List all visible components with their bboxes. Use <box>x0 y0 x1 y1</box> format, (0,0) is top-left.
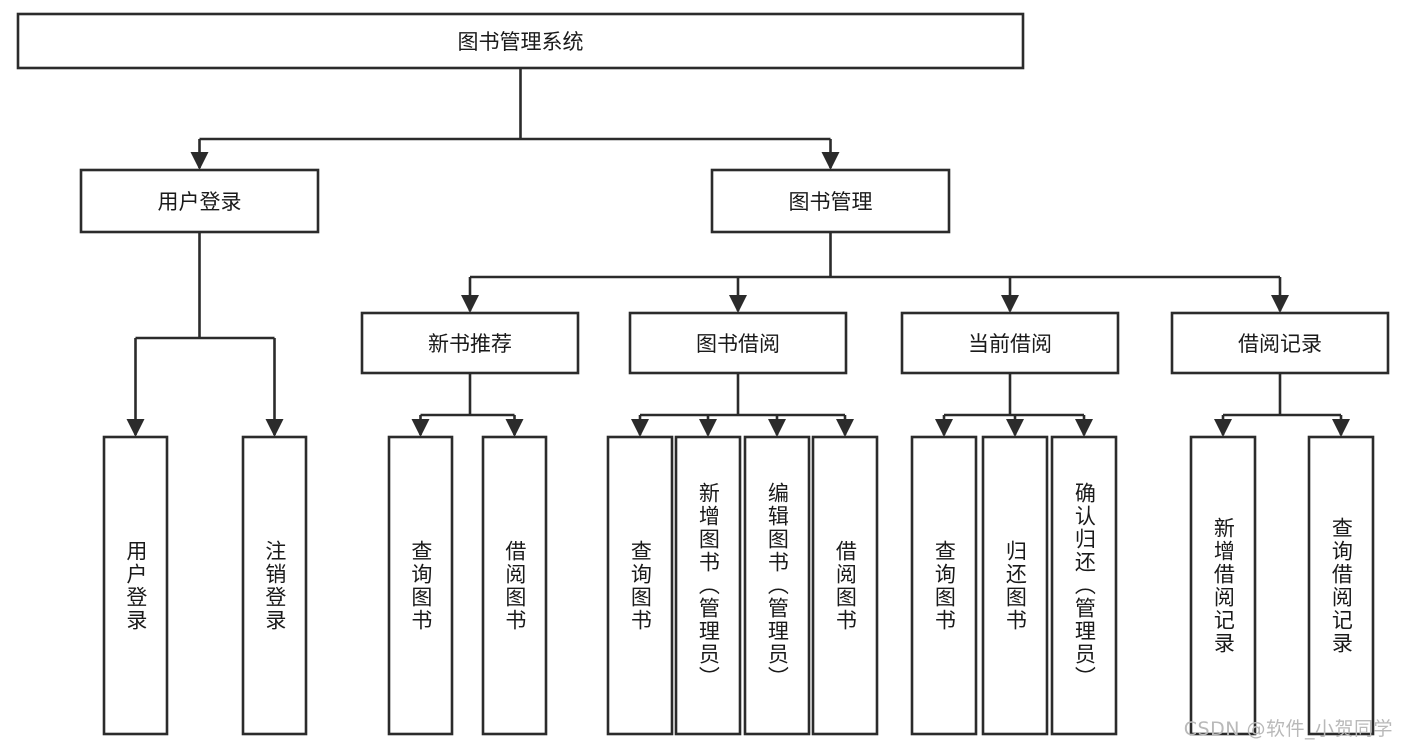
arrow-head-icon <box>190 152 209 170</box>
node-box[interactable] <box>1307 435 1375 736</box>
arrow-head-icon <box>461 295 479 313</box>
node-level2-1[interactable]: 用户登录 <box>79 168 320 234</box>
arrow-head-icon <box>935 419 953 437</box>
node-box[interactable] <box>743 435 811 736</box>
node-box[interactable] <box>710 168 951 234</box>
node-leaf-3[interactable] <box>387 435 454 736</box>
arrow-head-icon <box>729 295 747 313</box>
node-box[interactable] <box>241 435 308 736</box>
node-label: 图书借阅 <box>696 332 780 356</box>
node-box[interactable] <box>981 435 1049 736</box>
node-leaf-5[interactable] <box>606 435 674 736</box>
node-box[interactable] <box>1050 435 1118 736</box>
node-level3-4[interactable]: 借阅记录 <box>1170 311 1390 375</box>
node-box[interactable] <box>910 435 978 736</box>
node-leaf-4[interactable] <box>481 435 548 736</box>
arrow-head-icon <box>699 419 717 437</box>
node-box[interactable] <box>628 311 848 375</box>
node-label: 用户登录 <box>158 190 242 214</box>
node-leaf-10[interactable] <box>981 435 1049 736</box>
arrow-head-icon <box>411 419 430 437</box>
arrow-head-icon <box>768 419 786 437</box>
node-level3-2[interactable]: 图书借阅 <box>628 311 848 375</box>
node-leaf-8[interactable] <box>811 435 879 736</box>
node-level3-3[interactable]: 当前借阅 <box>900 311 1120 375</box>
node-leaf-6[interactable] <box>674 435 742 736</box>
arrow-head-icon <box>821 152 840 170</box>
node-box[interactable] <box>674 435 742 736</box>
node-box[interactable] <box>79 168 320 234</box>
node-label: 图书管理 <box>789 190 873 214</box>
node-leaf-7[interactable] <box>743 435 811 736</box>
node-box[interactable] <box>900 311 1120 375</box>
arrow-head-icon <box>631 419 649 437</box>
node-label: 新书推荐 <box>428 332 512 356</box>
node-box[interactable] <box>1189 435 1257 736</box>
node-label: 当前借阅 <box>968 332 1052 356</box>
node-label: 借阅记录 <box>1238 332 1322 356</box>
node-box[interactable] <box>387 435 454 736</box>
node-box[interactable] <box>1170 311 1390 375</box>
node-box[interactable] <box>360 311 580 375</box>
node-leaf-12[interactable] <box>1189 435 1257 736</box>
node-box[interactable] <box>102 435 169 736</box>
node-box[interactable] <box>16 12 1025 70</box>
node-leaf-1[interactable] <box>102 435 169 736</box>
arrow-head-icon <box>1075 419 1093 437</box>
arrow-head-icon <box>265 419 284 437</box>
node-leaf-9[interactable] <box>910 435 978 736</box>
node-box[interactable] <box>606 435 674 736</box>
arrow-head-icon <box>1332 419 1350 437</box>
node-leaf-2[interactable] <box>241 435 308 736</box>
node-level2-2[interactable]: 图书管理 <box>710 168 951 234</box>
node-root[interactable]: 图书管理系统 <box>16 12 1025 70</box>
node-box[interactable] <box>811 435 879 736</box>
watermark-text: CSDN @软件_小贺同学 <box>1183 718 1393 740</box>
node-box[interactable] <box>481 435 548 736</box>
arrow-head-icon <box>1006 419 1024 437</box>
arrow-head-icon <box>1214 419 1232 437</box>
node-level3-1[interactable]: 新书推荐 <box>360 311 580 375</box>
node-leaf-13[interactable] <box>1307 435 1375 736</box>
arrow-head-icon <box>1001 295 1019 313</box>
arrow-head-icon <box>836 419 854 437</box>
node-label: 图书管理系统 <box>458 30 584 54</box>
arrow-head-icon <box>505 419 524 437</box>
connector-layer <box>126 68 1350 437</box>
arrow-head-icon <box>1271 295 1289 313</box>
node-leaf-11[interactable] <box>1050 435 1118 736</box>
arrow-head-icon <box>126 419 145 437</box>
